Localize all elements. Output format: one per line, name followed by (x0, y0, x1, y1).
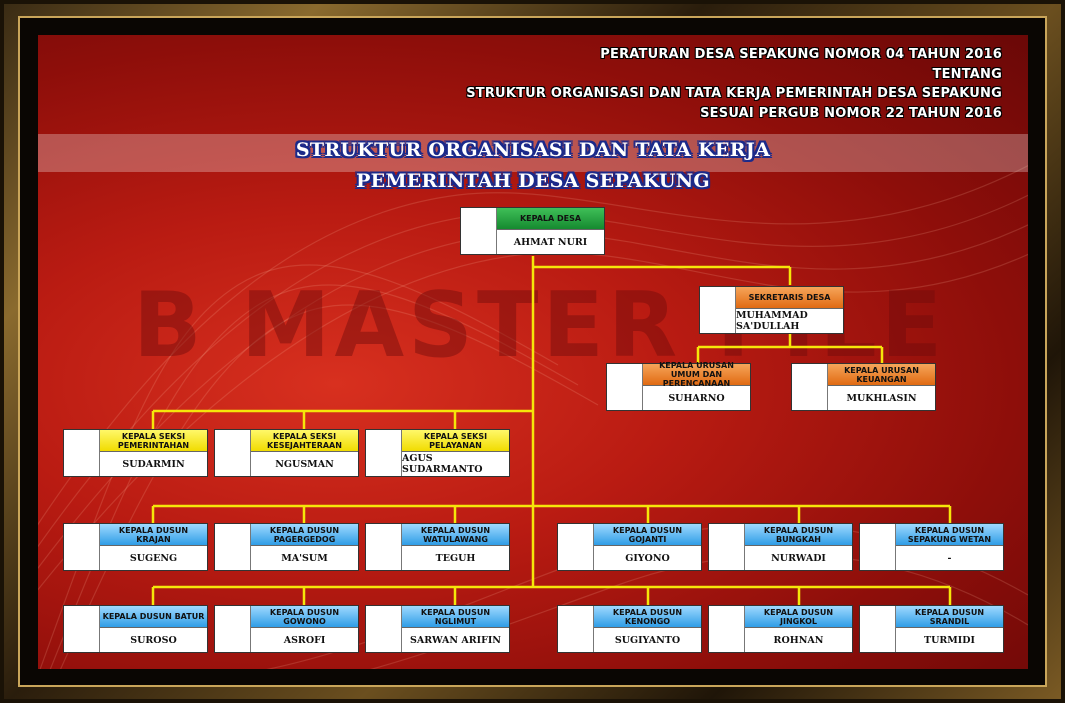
header-line-3: STRUKTUR ORGANISASI DAN TATA KERJA PEMER… (466, 86, 1002, 101)
node-kadus-bungkah: KEPALA DUSUN BUNGKAH NURWADI (708, 523, 853, 571)
chart-title-line-1: STRUKTUR ORGANISASI DAN TATA KERJA (295, 139, 771, 161)
node-title: KEPALA DUSUN SEPAKUNG WETAN (896, 524, 1003, 546)
photo-placeholder (461, 208, 497, 254)
node-kadus-batur: KEPALA DUSUN BATUR SUROSO (63, 605, 208, 653)
photo-placeholder (607, 364, 643, 410)
header-line-2: TENTANG (932, 66, 1002, 82)
node-kaur-umum: KEPALA URUSAN UMUM DAN PERENCANAAN SUHAR… (606, 361, 751, 411)
photo-placeholder (558, 524, 594, 570)
photo-placeholder (709, 524, 745, 570)
photo-placeholder (215, 524, 251, 570)
node-title: KEPALA DUSUN GOJANTI (594, 524, 701, 546)
node-name: MUHAMMAD SA'DULLAH (736, 310, 808, 332)
node-title: KEPALA DUSUN BUNGKAH (745, 524, 852, 546)
node-name: ROHNAN (773, 634, 824, 646)
node-kadus-gojanti: KEPALA DUSUN GOJANTI GIYONO (557, 523, 702, 571)
node-title: SEKRETARIS DESA (736, 287, 843, 309)
node-name: MUKHLASIN (846, 392, 917, 404)
node-kasi-kesejahteraan: KEPALA SEKSI KESEJAHTERAAN NGUSMAN (214, 429, 359, 477)
node-name: - (947, 552, 952, 564)
node-sekretaris-desa: SEKRETARIS DESA MUHAMMAD SA'DULLAH (699, 286, 844, 334)
node-kasi-pelayanan: KEPALA SEKSI PELAYANAN AGUS SUDARMANTO (365, 429, 510, 477)
photo-placeholder (366, 524, 402, 570)
node-title: KEPALA DUSUN GOWONO (251, 606, 358, 628)
node-kadus-krajan: KEPALA DUSUN KRAJAN SUGENG (63, 523, 208, 571)
node-kadus-jingkol: KEPALA DUSUN JINGKOL ROHNAN (708, 605, 853, 653)
node-name: AHMAT NURI (513, 236, 588, 248)
node-title: KEPALA DUSUN WATULAWANG (402, 524, 509, 546)
node-title: KEPALA DESA (497, 208, 604, 230)
regulation-header: PERATURAN DESA SEPAKUNG NOMOR 04 TAHUN 2… (466, 45, 1002, 123)
org-chart-canvas: PERATURAN DESA SEPAKUNG NOMOR 04 TAHUN 2… (38, 35, 1028, 669)
node-title: KEPALA SEKSI PEMERINTAHAN (100, 430, 207, 452)
node-title: KEPALA SEKSI KESEJAHTERAAN (251, 430, 358, 452)
chart-title-line-2: PEMERINTAH DESA SEPAKUNG (356, 170, 710, 192)
photo-placeholder (558, 606, 594, 652)
photo-placeholder (64, 606, 100, 652)
node-name: SUGENG (129, 552, 178, 564)
node-name: SARWAN ARIFIN (410, 634, 501, 646)
node-name: SUROSO (130, 634, 177, 646)
node-title: KEPALA URUSAN KEUANGAN (828, 364, 935, 386)
photo-placeholder (64, 524, 100, 570)
node-name: ASROFI (283, 634, 326, 646)
node-kaur-keuangan: KEPALA URUSAN KEUANGAN MUKHLASIN (791, 363, 936, 411)
node-kadus-kenongo: KEPALA DUSUN KENONGO SUGIYANTO (557, 605, 702, 653)
node-kadus-sepakung-wetan: KEPALA DUSUN SEPAKUNG WETAN - (859, 523, 1004, 571)
node-title: KEPALA DUSUN PAGERGEDOG (251, 524, 358, 546)
node-kadus-nglimut: KEPALA DUSUN NGLIMUT SARWAN ARIFIN (365, 605, 510, 653)
node-title: KEPALA DUSUN SRANDIL (896, 606, 1003, 628)
node-title: KEPALA DUSUN BATUR (100, 606, 207, 628)
photo-placeholder (366, 606, 402, 652)
node-title: KEPALA DUSUN KRAJAN (100, 524, 207, 546)
photo-placeholder (215, 606, 251, 652)
node-kadus-srandil: KEPALA DUSUN SRANDIL TURMIDI (859, 605, 1004, 653)
node-title: KEPALA DUSUN KENONGO (594, 606, 701, 628)
node-name: AGUS SUDARMANTO (402, 453, 483, 475)
node-name: SUGIYANTO (614, 634, 681, 646)
node-title: KEPALA SEKSI PELAYANAN (402, 430, 509, 452)
node-name: NGUSMAN (275, 458, 334, 470)
node-kasi-pemerintahan: KEPALA SEKSI PEMERINTAHAN SUDARMIN (63, 429, 208, 477)
connector-lines (151, 256, 952, 605)
node-kepala-desa: KEPALA DESA AHMAT NURI (460, 207, 605, 255)
photo-placeholder (709, 606, 745, 652)
node-name: SUDARMIN (122, 458, 185, 470)
node-title: KEPALA DUSUN JINGKOL (745, 606, 852, 628)
node-name: GIYONO (625, 552, 670, 564)
node-name: TEGUH (435, 552, 476, 564)
node-name: NURWADI (771, 552, 826, 564)
header-line-4: SESUAI PERGUB NOMOR 22 TAHUN 2016 (700, 105, 1002, 121)
title-band (38, 134, 1028, 172)
photo-placeholder (366, 430, 402, 476)
photo-placeholder (215, 430, 251, 476)
header-line-1: PERATURAN DESA SEPAKUNG NOMOR 04 TAHUN 2… (600, 47, 1002, 62)
node-title: KEPALA DUSUN NGLIMUT (402, 606, 509, 628)
photo-placeholder (64, 430, 100, 476)
node-kadus-pagergedog: KEPALA DUSUN PAGERGEDOG MA'SUM (214, 523, 359, 571)
node-kadus-gowono: KEPALA DUSUN GOWONO ASROFI (214, 605, 359, 653)
node-title: KEPALA URUSAN UMUM DAN PERENCANAAN (643, 361, 750, 388)
photo-placeholder (860, 606, 896, 652)
photo-placeholder (700, 287, 736, 333)
node-kadus-watulawang: KEPALA DUSUN WATULAWANG TEGUH (365, 523, 510, 571)
photo-placeholder (792, 364, 828, 410)
node-name: MA'SUM (281, 552, 328, 564)
node-name: TURMIDI (924, 634, 975, 646)
node-name: SUHARNO (668, 392, 725, 404)
photo-placeholder (860, 524, 896, 570)
